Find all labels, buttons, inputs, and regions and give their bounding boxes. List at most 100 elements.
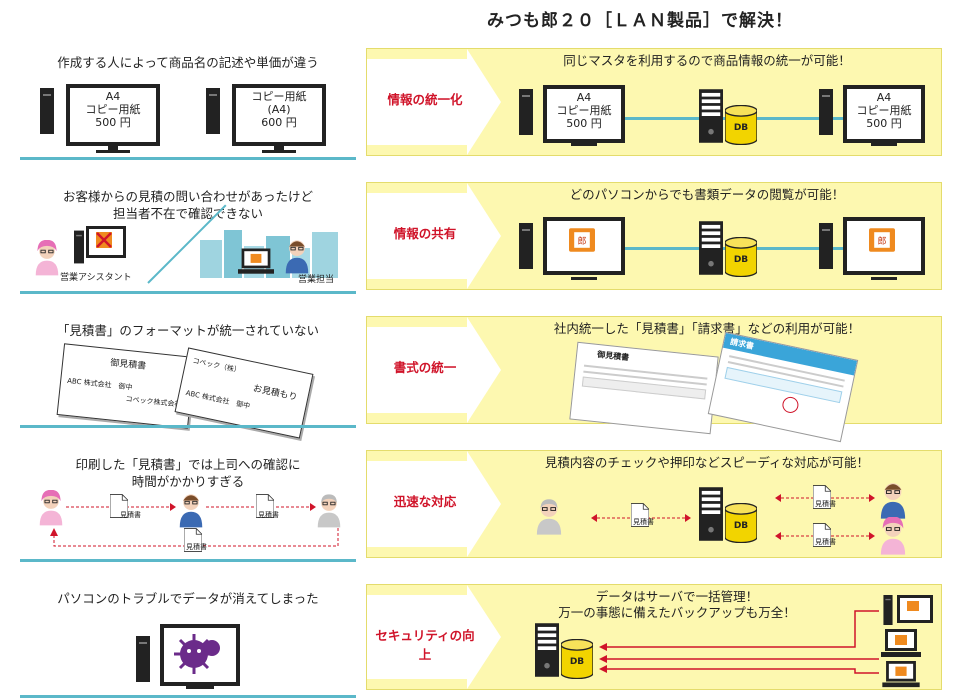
doc-label: 見積書 (815, 500, 836, 508)
monitor-base (571, 143, 597, 146)
tower-pc-icon (74, 230, 84, 264)
person-label: 営業アシスタント (60, 273, 132, 283)
monitor-text: A4 コピー用紙 500 円 (847, 91, 921, 130)
monitor-icon (66, 84, 160, 146)
app-icon (569, 227, 595, 253)
tower-pc-icon (136, 636, 150, 682)
problem-panel: 作成する人によって商品名の記述や単価が違う A4 コピー用紙 500 円 コピー… (20, 48, 356, 166)
flow-arrow (591, 514, 691, 522)
monitor-line: 600 円 (261, 116, 297, 129)
solution-title: データはサーバで一括管理！ 万一の事態に備えたバックアップも万全！ (558, 589, 796, 620)
doc-label: 見積書 (186, 543, 207, 551)
document-icon: 御見積書 (569, 341, 719, 435)
monitor-line: A4 (876, 91, 892, 104)
flow-arrow (775, 532, 875, 540)
db-label: DB (569, 657, 585, 667)
divider (20, 695, 356, 698)
monitor-base (186, 686, 214, 689)
server-icon (699, 89, 723, 143)
solution-label: セキュリティの向上 (375, 628, 475, 662)
monitor-base (262, 150, 296, 153)
solution-title: 社内統一した「見積書」「請求書」などの利用が可能！ (553, 321, 861, 336)
server-icon (699, 221, 723, 275)
monitor-line: A4 (576, 91, 592, 104)
solution-panel: 書式の統一 社内統一した「見積書」「請求書」などの利用が可能！ 御見積書 請求書 (366, 316, 942, 443)
monitor-base (96, 150, 130, 153)
monitor-line: コピー用紙 (856, 104, 912, 117)
solution-label: 迅速な対応 (393, 494, 457, 509)
doc-label: 見積書 (815, 538, 836, 546)
problem-title: 印刷した「見積書」では上司への確認に 時間がかかりすぎる (75, 457, 301, 489)
tower-pc-icon (883, 595, 893, 625)
person-icon (879, 517, 907, 555)
solution-title: 見積内容のチェックや押印などスピーディな対応が可能！ (544, 455, 870, 470)
monitor-line: コピー用紙 (85, 103, 141, 116)
app-icon (869, 227, 895, 253)
divider (20, 157, 356, 160)
problem-title: パソコンのトラブルでデータが消えてしまった (57, 591, 319, 606)
person-icon (34, 240, 60, 276)
virus-icon (174, 634, 220, 674)
problem-title: お客様からの見積の問い合わせがあったけど 担当者不在で確認できない (62, 189, 313, 221)
solution-title: 同じマスタを利用するので商品情報の統一が可能！ (563, 53, 851, 68)
monitor-text: A4 コピー用紙 500 円 (547, 91, 621, 130)
solution-title: どのパソコンからでも書類データの閲覧が可能！ (569, 187, 845, 202)
arrow-icon (367, 49, 501, 155)
monitor-icon (543, 85, 625, 143)
monitor-line: A4 (105, 90, 121, 103)
solution-panel: 迅速な対応 見積内容のチェックや押印などスピーディな対応が可能！ 見積書 DB … (366, 450, 942, 558)
person-icon (535, 497, 563, 535)
db-label: DB (733, 255, 749, 265)
document-icon: 請求書 (707, 331, 859, 443)
monitor-line: 500 円 (566, 117, 602, 130)
monitor-stand (274, 144, 284, 150)
monitor-line: 500 円 (866, 117, 902, 130)
solution-panel: 情報の共有 どのパソコンからでも書類データの閲覧が可能！ DB (366, 182, 942, 290)
problem-title: 作成する人によって商品名の記述や単価が違う (57, 55, 319, 70)
tower-pc-icon (519, 89, 533, 135)
laptop-icon (881, 629, 921, 659)
monitor-text: A4 コピー用紙 500 円 (70, 90, 156, 129)
laptop-icon (238, 248, 274, 276)
solution-label: 情報の共有 (393, 226, 457, 241)
monitor-base (871, 277, 897, 280)
db-label: DB (733, 123, 749, 133)
arrow-icon (367, 183, 501, 289)
person-icon (38, 490, 64, 526)
problem-panel: 「見積書」のフォーマットが統一されていない 御見積書 ABC 株式会社 御中 コ… (20, 316, 356, 439)
row-format-unify: 「見積書」のフォーマットが統一されていない 御見積書 ABC 株式会社 御中 コ… (0, 316, 960, 443)
problem-panel: 印刷した「見積書」では上司への確認に 時間がかかりすぎる 見積書 見積書 見積書 (20, 450, 356, 568)
monitor-icon (843, 85, 925, 143)
page-title: みつも郎２０［ＬＡＮ製品］で解決！ (487, 11, 793, 31)
solution-label: 書式の統一 (393, 360, 457, 375)
db-label: DB (733, 521, 749, 531)
row-share-info: お客様からの見積の問い合わせがあったけど 担当者不在で確認できない 営業アシスタ… (0, 182, 960, 300)
monitor-line: コピー用紙 (251, 90, 307, 103)
problem-panel: パソコンのトラブルでデータが消えてしまった (20, 584, 356, 700)
solution-panel: セキュリティの向上 データはサーバで一括管理！ 万一の事態に備えたバックアップも… (366, 584, 942, 690)
person-icon (284, 238, 310, 274)
person-icon (316, 492, 342, 528)
divider (20, 291, 356, 294)
document-icon: 御見積書 ABC 株式会社 御中 コベック株式会社 (56, 343, 196, 429)
monitor-line: 500 円 (95, 116, 131, 129)
app-screen (907, 601, 919, 611)
monitor-text: コピー用紙 (A4) 600 円 (236, 90, 322, 129)
solution-label: 情報の統一化 (387, 92, 463, 107)
tower-pc-icon (206, 88, 220, 134)
person-label: 営業担当 (298, 275, 335, 285)
problem-title: 「見積書」のフォーマットが統一されていない (56, 323, 320, 338)
person-icon (879, 481, 907, 519)
backup-arrows (599, 610, 879, 674)
laptop-icon (881, 661, 921, 689)
tower-pc-icon (519, 223, 533, 269)
divider (20, 559, 356, 562)
divider (20, 425, 356, 428)
doc-label: 見積書 (120, 511, 141, 519)
tower-pc-icon (819, 89, 833, 135)
arrow-icon (367, 317, 501, 423)
server-icon (535, 623, 559, 677)
error-icon (96, 232, 112, 248)
arrow-icon (367, 585, 501, 689)
flow-arrow (775, 494, 875, 502)
